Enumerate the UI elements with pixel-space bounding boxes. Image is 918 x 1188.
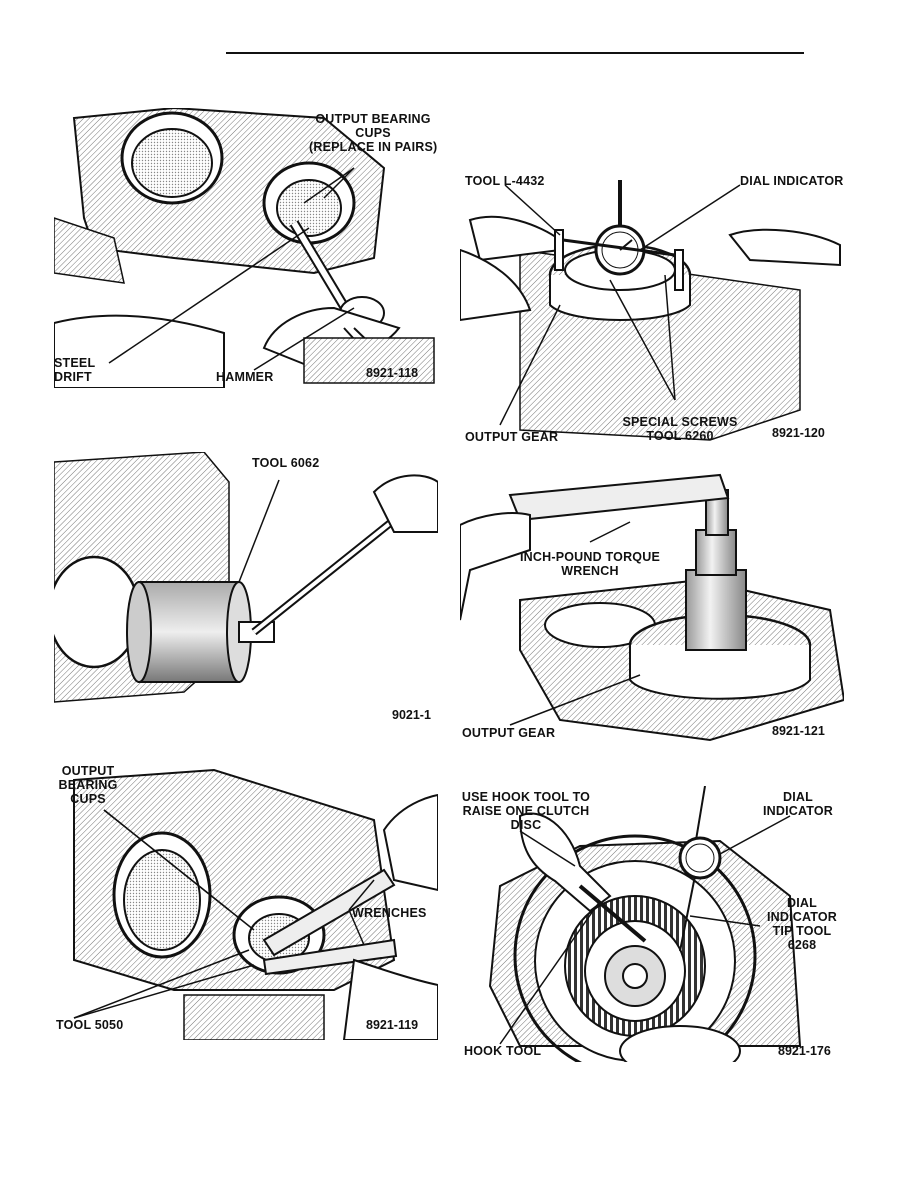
label-bearing: BEARING — [58, 778, 118, 792]
label-tool-6062: TOOL 6062 — [252, 456, 320, 470]
figure-number: 9021-1 — [392, 708, 431, 722]
label-disc: DISC — [510, 818, 542, 832]
illustration-tool-5050 — [73, 768, 438, 1040]
label-indicator-2: INDICATOR — [766, 910, 838, 924]
label-output: OUTPUT — [61, 764, 115, 778]
label-inch-pound-torque: INCH-POUND TORQUE — [520, 550, 660, 564]
label-output-bearing: OUTPUT BEARING — [315, 112, 431, 126]
illustration-dial-indicator-gear — [460, 180, 841, 441]
figure-output-bearing-cups-removal: OUTPUT BEARING CUPS (REPLACE IN PAIRS) S… — [54, 108, 438, 388]
figure-number: 8921-119 — [366, 1018, 419, 1032]
label-steel: STEEL — [54, 356, 96, 370]
label-replace-in-pairs: (REPLACE IN PAIRS) — [309, 140, 438, 154]
label-hammer: HAMMER — [216, 370, 274, 384]
label-cups: CUPS — [70, 792, 106, 806]
label-output-gear: OUTPUT GEAR — [465, 430, 559, 444]
figure-number: 8921-176 — [778, 1044, 831, 1058]
label-6268: 6268 — [787, 938, 817, 952]
figure-tool-5050-wrenches: OUTPUT BEARING CUPS WRENCHES TOOL 5050 8… — [54, 760, 438, 1040]
illustration-hook-tool — [488, 786, 802, 1062]
label-dial-2: DIAL — [787, 896, 817, 910]
label-wrenches: WRENCHES — [352, 906, 427, 920]
figure-torque-wrench-gear: INCH-POUND TORQUE WRENCH OUTPUT GEAR 892… — [460, 470, 844, 742]
figure-number: 8921-120 — [772, 426, 825, 440]
figure-number: 8921-121 — [772, 724, 825, 738]
label-cups: CUPS — [355, 126, 391, 140]
illustration-tool-6062 — [54, 452, 438, 703]
figure-hook-tool-clutch-disc: USE HOOK TOOL TO RAISE ONE CLUTCH DISC D… — [460, 786, 844, 1062]
label-tip-tool: TIP TOOL — [772, 924, 832, 938]
label-tool-5050: TOOL 5050 — [56, 1018, 124, 1032]
header-rule — [226, 52, 804, 54]
label-raise-one-clutch: RAISE ONE CLUTCH — [462, 804, 590, 818]
label-hook-tool: HOOK TOOL — [464, 1044, 542, 1058]
label-drift: DRIFT — [54, 370, 92, 384]
label-use-hook-tool-to: USE HOOK TOOL TO — [461, 790, 591, 804]
label-tool-6260: TOOL 6260 — [646, 429, 714, 443]
illustration-torque-wrench — [460, 473, 844, 742]
figure-number: 8921-118 — [366, 366, 419, 380]
label-dial: DIAL — [783, 790, 813, 804]
label-tool-l-4432: TOOL L-4432 — [465, 174, 545, 188]
figure-tool-6062-installation: TOOL 6062 9021-1 — [54, 452, 438, 724]
label-dial-indicator: DIAL INDICATOR — [740, 174, 844, 188]
illustration-bearing-cup-drift — [54, 108, 435, 388]
label-special-screws: SPECIAL SCREWS — [622, 415, 738, 429]
figure-dial-indicator-gear-check: TOOL L-4432 DIAL INDICATOR SPECIAL SCREW… — [460, 170, 844, 450]
label-wrench: WRENCH — [561, 564, 619, 578]
label-output-gear: OUTPUT GEAR — [462, 726, 556, 740]
label-indicator: INDICATOR — [762, 804, 834, 818]
